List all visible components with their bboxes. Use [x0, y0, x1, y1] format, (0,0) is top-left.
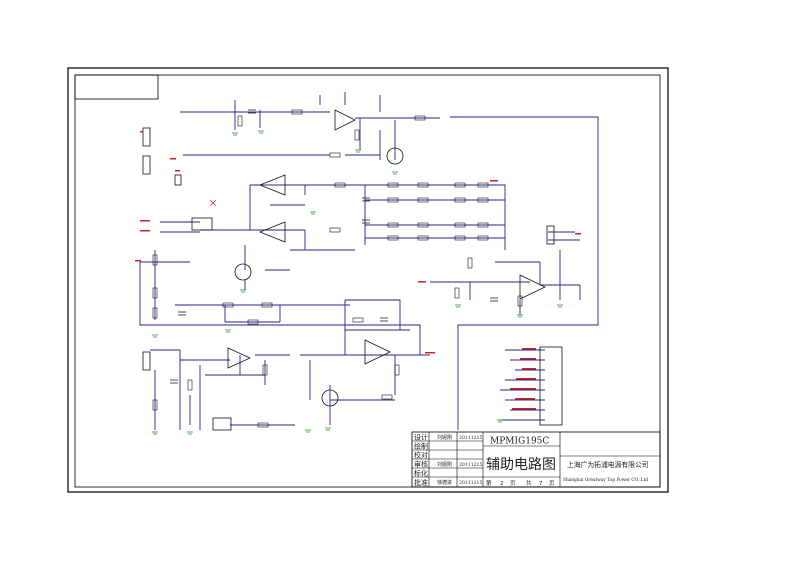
ground-symbols: [152, 130, 563, 435]
tb-company-cn: 上海广为拓浦电源有限公司: [567, 460, 649, 469]
tb-role-3: 审核: [414, 460, 428, 469]
tb-company-en: Shanghai Greatway Top Power CO.,Ltd: [563, 478, 648, 483]
tb-sheet-prefix: 第: [486, 479, 492, 487]
tb-name-3: 刘妮刚: [437, 461, 452, 468]
tb-role-4: 标化: [414, 469, 428, 478]
tb-sheet-unit: 页: [510, 480, 516, 487]
tb-model: MPMIG195C: [490, 437, 549, 447]
corner-title-box: [74, 74, 159, 100]
tb-role-5: 批准: [414, 478, 428, 487]
tb-date-5: 20111215: [459, 480, 482, 486]
tb-sheet-no: 2: [500, 481, 504, 487]
tb-date-3: 20111215: [459, 462, 482, 468]
tb-drawing-name: 辅助电路图: [486, 457, 556, 473]
inner-frame: [74, 74, 661, 488]
tb-name-5: 徐德进: [437, 479, 452, 486]
outer-frame: [67, 67, 669, 493]
title-block: 设计 绘制 校对 审核 标化 批准 刘妮刚 刘妮刚 徐德进 20111215 2…: [411, 431, 661, 488]
tb-date-0: 20111215: [459, 435, 482, 441]
tb-total-unit: 页: [549, 480, 555, 487]
circuit-components: [142, 109, 563, 431]
tb-total-no: 7: [539, 481, 543, 487]
tb-role-2: 校对: [414, 451, 428, 460]
tb-name-0: 刘妮刚: [437, 434, 452, 441]
tb-role-0: 设计: [414, 433, 428, 442]
net-label-markers: [135, 131, 581, 410]
tb-total-prefix: 共: [526, 479, 532, 487]
tb-role-1: 绘制: [414, 442, 428, 451]
